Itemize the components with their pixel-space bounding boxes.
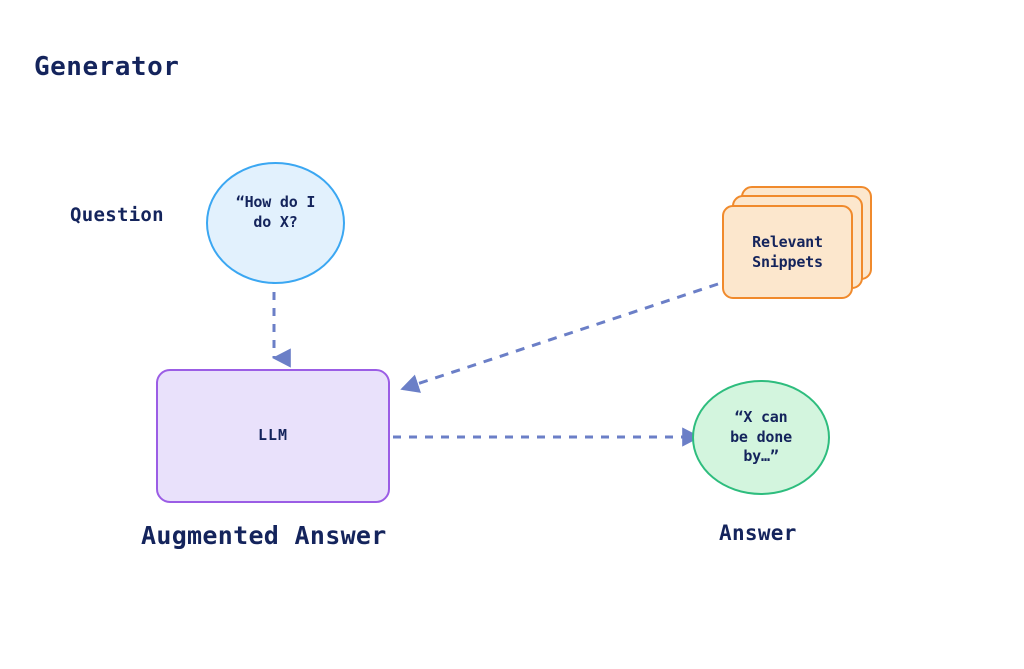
answer-text-line-2: be done: [730, 427, 792, 446]
node-llm-box[interactable]: LLM: [156, 369, 390, 503]
edge-snippets-to-llm: [400, 282, 719, 393]
answer-label: Answer: [719, 521, 797, 545]
page-title: Generator: [34, 52, 180, 82]
snippets-text: Relevant Snippets: [752, 232, 823, 273]
snippet-card-front[interactable]: Relevant Snippets: [722, 205, 853, 299]
snippets-text-line-2: Snippets: [752, 253, 823, 271]
question-text-line-1: “How do I: [235, 193, 316, 212]
question-text-line-2: do X?: [253, 213, 298, 231]
question-circle-text: “How do I do X?: [235, 193, 316, 233]
answer-text-line-3: by…”: [743, 447, 779, 466]
question-label: Question: [70, 204, 164, 226]
snippets-text-line-1: Relevant: [752, 232, 823, 251]
node-question-circle[interactable]: “How do I do X?: [206, 162, 345, 284]
llm-box-text: LLM: [257, 426, 289, 445]
node-relevant-snippets[interactable]: Relevant Snippets: [722, 186, 880, 300]
node-answer-circle[interactable]: “X can be done by…”: [692, 380, 830, 495]
augmented-answer-label: Augmented Answer: [141, 521, 387, 550]
answer-circle-text: “X can be done by…”: [730, 408, 792, 467]
answer-text-line-1: “X can: [734, 407, 788, 426]
